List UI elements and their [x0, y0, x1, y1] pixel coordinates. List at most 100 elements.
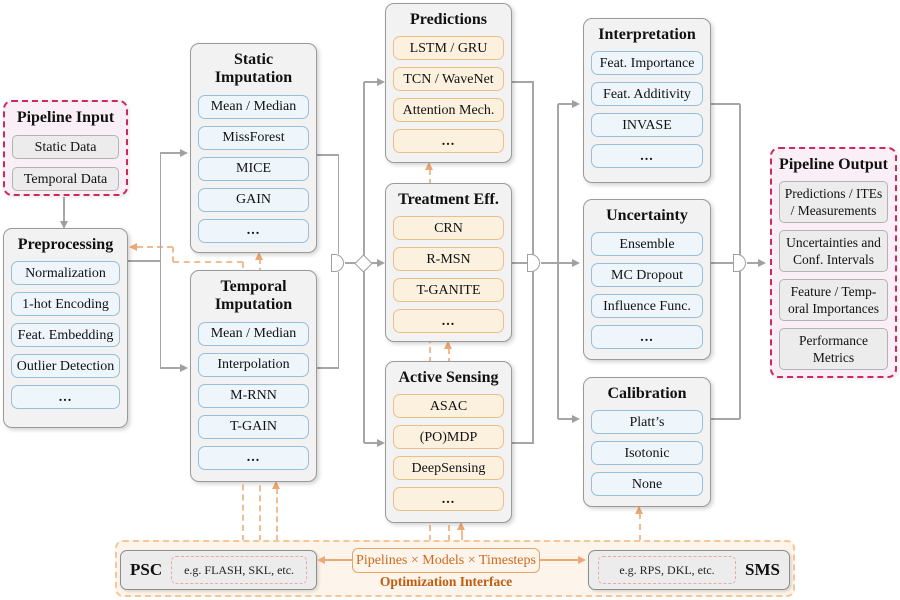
group-interpretation: Interpretation Feat. Importance Feat. Ad…	[583, 18, 711, 183]
merge-gate-icon	[331, 254, 344, 272]
group-uncertainty: Uncertainty Ensemble MC Dropout Influenc…	[583, 199, 711, 360]
diamond-junction-icon	[354, 253, 373, 273]
input-item: Temporal Data	[12, 167, 119, 192]
group-preprocessing: Preprocessing Normalization 1-hot Encodi…	[3, 228, 128, 428]
method-item: 1-hot Encoding	[11, 292, 120, 317]
opt-line-preprocessing-h2	[137, 246, 173, 248]
merge-gate-icon	[527, 254, 540, 272]
method-item: Influence Func.	[591, 294, 703, 319]
flow-uncertainty-out	[711, 262, 733, 264]
group-title: Treatment Eff.	[398, 191, 499, 208]
group-static-imputation: Static Imputation Mean / Median MissFore…	[190, 43, 317, 253]
flow-calibration-out	[711, 418, 740, 420]
method-item: T-GANITE	[393, 278, 504, 303]
more-item: ...	[393, 129, 504, 154]
sms-label: SMS	[745, 560, 780, 579]
sms-box: e.g. RPS, DKL, etc. SMS	[588, 550, 790, 590]
method-item: Feat. Embedding	[11, 323, 120, 348]
flow-sensing-out	[512, 442, 534, 444]
more-item: ...	[591, 325, 703, 350]
opt-line-preprocessing-h	[173, 261, 243, 263]
opt-arrow-calibration	[635, 506, 643, 514]
opt-arrow-psc	[317, 555, 325, 564]
sms-examples: e.g. RPS, DKL, etc.	[598, 556, 737, 584]
flow-predictions-out	[512, 81, 534, 83]
output-item: Predictions / ITEs/ Measurements	[779, 181, 888, 224]
method-item: (PO)MDP	[393, 425, 504, 450]
group-title: Interpretation	[598, 26, 696, 43]
flow-to-interpretation	[558, 103, 573, 105]
flow-gate-diamond	[345, 262, 356, 264]
method-item: LSTM / GRU	[393, 36, 504, 61]
method-item: Mean / Median	[198, 94, 309, 119]
flow-temporal-up	[337, 272, 339, 368]
group-title: Calibration	[607, 385, 687, 402]
group-title: Static Imputation	[214, 51, 293, 87]
opt-line-psc	[324, 559, 352, 561]
group-title: Temporal Imputation	[214, 278, 293, 314]
flow-static-out	[317, 154, 339, 156]
group-title: Active Sensing	[398, 369, 499, 386]
opt-line-active-sensing	[461, 529, 463, 541]
merge-gate-icon	[733, 254, 746, 272]
flow-to-temporal	[160, 367, 181, 369]
flow-split-vertical	[159, 153, 161, 368]
flow-to-uncertainty	[541, 262, 573, 264]
flow-arrow-treatment	[377, 258, 385, 267]
flow-arrow-static	[180, 148, 188, 157]
flow-to-static	[160, 152, 181, 154]
flow-arrow-preprocessing	[59, 221, 68, 229]
method-item: R-MSN	[393, 247, 504, 272]
group-calibration: Calibration Platt’s Isotonic None	[583, 377, 711, 507]
group-pipeline-input: Pipeline Input Static Data Temporal Data	[3, 100, 128, 196]
flow-to-treatment	[371, 262, 378, 264]
method-item: CRN	[393, 216, 504, 241]
method-item: Outlier Detection	[11, 354, 120, 379]
method-item: Feat. Additivity	[591, 82, 703, 107]
flow-interpretation-out	[711, 103, 740, 105]
method-item: ASAC	[393, 394, 504, 419]
more-item: ...	[11, 385, 120, 410]
group-temporal-imputation: Temporal Imputation Mean / Median Interp…	[190, 270, 317, 482]
more-item: ...	[393, 487, 504, 512]
group-title: Pipeline Output	[779, 156, 888, 173]
method-item: MissForest	[198, 125, 309, 150]
optimization-interface-label: Optimization Interface	[379, 574, 513, 589]
method-item: Interpolation	[198, 352, 309, 377]
input-item: Static Data	[12, 135, 119, 160]
method-item: DeepSensing	[393, 456, 504, 481]
opt-arrow-treatment	[444, 341, 452, 349]
flow-treatment-out	[512, 262, 527, 264]
flow-arrow-uncertainty	[572, 258, 580, 267]
output-item: Feature / Temp-oral Importances	[779, 279, 888, 322]
more-item: ...	[393, 309, 504, 334]
method-item: TCN / WaveNet	[393, 67, 504, 92]
opt-line-temporal-imputation	[276, 488, 278, 541]
method-item: Platt’s	[591, 410, 703, 435]
method-item: T-GAIN	[198, 414, 309, 439]
group-title: Pipeline Input	[16, 109, 115, 126]
opt-arrow-sms	[578, 555, 586, 564]
flow-arrow-calibration	[572, 414, 580, 423]
flow-temporal-out	[317, 367, 339, 369]
method-item: Mean / Median	[198, 321, 309, 346]
opt-line-preprocessing-v2	[172, 247, 174, 262]
method-item: INVASE	[591, 113, 703, 138]
flow-to-output	[747, 262, 759, 264]
group-title: Preprocessing	[17, 236, 114, 253]
method-item: Ensemble	[591, 232, 703, 257]
method-item: M-RNN	[198, 383, 309, 408]
flow-arrow-active-sensing	[377, 438, 385, 447]
opt-line-sms	[540, 559, 579, 561]
flow-to-calibration	[558, 418, 573, 420]
group-title: Uncertainty	[606, 207, 688, 224]
group-active-sensing: Active Sensing ASAC (PO)MDP DeepSensing …	[385, 361, 512, 523]
group-treatment-effects: Treatment Eff. CRN R-MSN T-GANITE ...	[385, 183, 512, 342]
flow-arrow-output	[758, 258, 766, 267]
opt-line-calibration	[639, 513, 641, 541]
search-space-box: Pipelines × Models × Timesteps	[352, 548, 540, 573]
opt-arrow-temporal-imputation	[272, 481, 280, 489]
psc-box: PSC e.g. FLASH, SKL, etc.	[120, 550, 317, 590]
